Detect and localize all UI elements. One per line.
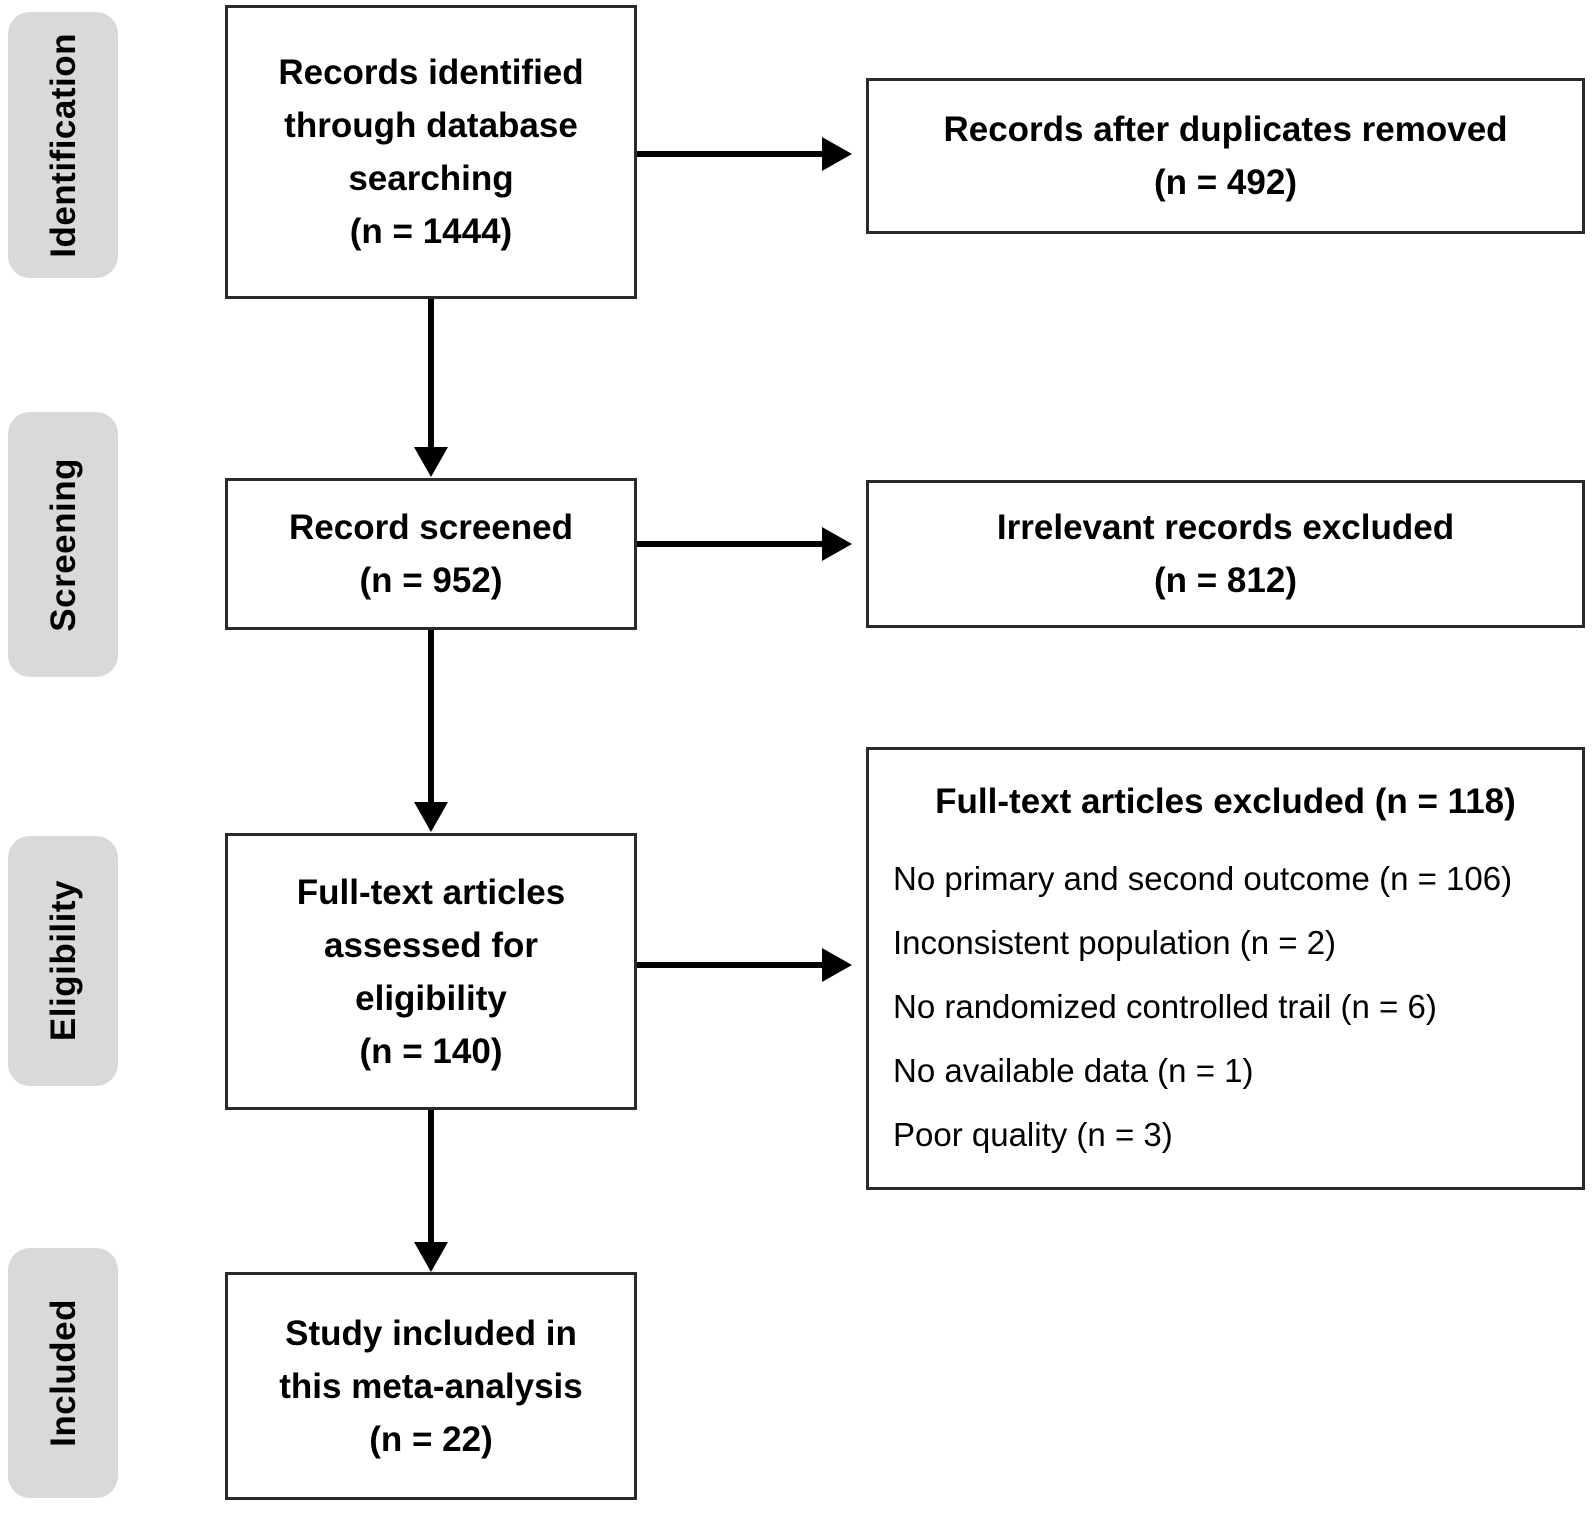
- box-duplicates-removed-line-2: (n = 492): [1154, 163, 1297, 202]
- box-irrelevant-excluded: Irrelevant records excluded (n = 812): [866, 480, 1585, 628]
- exclusion-reason-poor-quality: Poor quality (n = 3): [893, 1116, 1173, 1153]
- box-irrelevant-excluded-line-2: (n = 812): [1154, 561, 1297, 600]
- exclusion-reason-no-outcome: No primary and second outcome (n = 106): [893, 860, 1513, 897]
- box-records-identified: Records identified through database sear…: [225, 5, 637, 299]
- connector-identified-to-screened: [428, 299, 434, 447]
- box-fulltext-assessed-line-2: assessed for: [323, 925, 539, 965]
- arrowhead-fulltext-to-excluded: [822, 948, 852, 982]
- box-included-studies-line-3: (n = 22): [369, 1419, 493, 1459]
- box-duplicates-removed: Records after duplicates removed (n = 49…: [866, 78, 1585, 234]
- connector-screened-to-fulltext: [428, 630, 434, 802]
- box-fulltext-excluded: Full-text articles excluded (n = 118) No…: [866, 747, 1585, 1190]
- box-included-studies: Study included in this meta-analysis (n …: [225, 1272, 637, 1500]
- stage-label-included: Included: [43, 1299, 83, 1447]
- connector-fulltext-to-included: [428, 1110, 434, 1242]
- box-records-identified-line-2: through database: [284, 106, 578, 145]
- stage-label-eligibility: Eligibility: [43, 880, 83, 1042]
- box-fulltext-assessed-line-3: eligibility: [355, 978, 507, 1018]
- arrowhead-screened-to-irrelevant: [822, 527, 852, 561]
- box-records-identified-line-3: searching: [348, 159, 514, 198]
- connector-screened-to-irrelevant: [637, 541, 822, 547]
- stage-pill-screening: Screening: [8, 412, 118, 677]
- stage-pill-identification: Identification: [8, 12, 118, 278]
- box-included-studies-line-2: this meta-analysis: [279, 1366, 583, 1406]
- box-included-studies-line-1: Study included in: [285, 1313, 577, 1353]
- exclusion-reason-inconsistent-population: Inconsistent population (n = 2): [893, 924, 1337, 961]
- box-record-screened: Record screened (n = 952): [225, 478, 637, 630]
- stage-label-identification: Identification: [43, 32, 83, 258]
- box-record-screened-line-1: Record screened: [288, 508, 574, 547]
- box-fulltext-assessed: Full-text articles assessed for eligibil…: [225, 833, 637, 1110]
- connector-fulltext-to-excluded: [637, 962, 822, 968]
- box-duplicates-removed-line-1: Records after duplicates removed: [943, 110, 1508, 149]
- stage-label-screening: Screening: [43, 457, 83, 632]
- arrowhead-fulltext-to-included: [414, 1242, 448, 1272]
- box-fulltext-assessed-line-1: Full-text articles: [296, 872, 566, 912]
- box-records-identified-line-1: Records identified: [278, 53, 584, 92]
- stage-pill-included: Included: [8, 1248, 118, 1498]
- arrowhead-identified-to-duplicates: [822, 137, 852, 171]
- exclusion-reason-no-available-data: No available data (n = 1): [893, 1052, 1254, 1089]
- box-fulltext-assessed-line-4: (n = 140): [359, 1031, 503, 1071]
- box-record-screened-line-2: (n = 952): [359, 561, 503, 600]
- arrowhead-screened-to-fulltext: [414, 802, 448, 832]
- connector-identified-to-duplicates: [637, 151, 822, 157]
- box-irrelevant-excluded-line-1: Irrelevant records excluded: [996, 508, 1455, 547]
- box-fulltext-excluded-title: Full-text articles excluded (n = 118): [935, 782, 1516, 821]
- box-records-identified-line-4: (n = 1444): [349, 212, 513, 251]
- stage-pill-eligibility: Eligibility: [8, 836, 118, 1086]
- exclusion-reason-not-rct: No randomized controlled trail (n = 6): [893, 988, 1437, 1025]
- arrowhead-identified-to-screened: [414, 447, 448, 477]
